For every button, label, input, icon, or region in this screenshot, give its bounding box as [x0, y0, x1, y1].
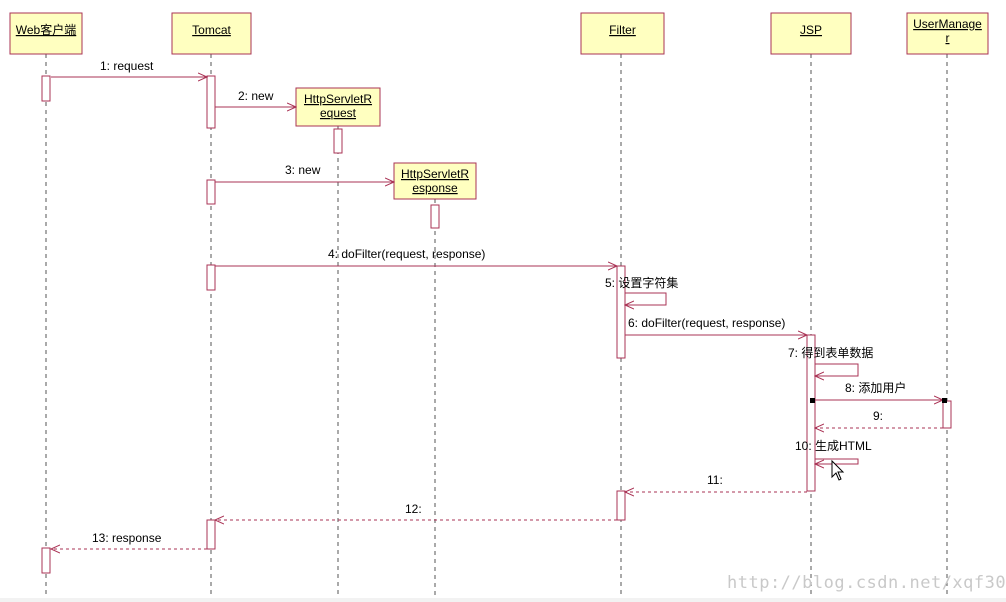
message-10-arrow	[815, 458, 859, 464]
messages-layer: 1: request 2: new 3: new 4: doFilter(reques…	[51, 59, 943, 549]
message-12-label: 12:	[405, 502, 422, 516]
lifelines-layer	[45, 54, 948, 597]
participant-box-client	[9, 12, 83, 55]
activation-filter	[616, 490, 626, 521]
message-3-label: 3: new	[285, 163, 321, 177]
message-11-label: 11:	[707, 473, 723, 487]
activation-tomcat	[206, 75, 216, 129]
activations-layer	[41, 75, 952, 574]
activation-client	[41, 547, 51, 574]
activation-req	[333, 128, 343, 154]
participant-label-resp: esponse	[412, 181, 458, 195]
activation-usermgr	[942, 400, 952, 429]
participant-box-jsp	[770, 12, 852, 55]
message-2-label: 2: new	[238, 89, 274, 103]
message-5-arrow	[625, 292, 667, 305]
participant-box-filter	[580, 12, 665, 55]
endpoint-marker	[810, 398, 815, 403]
participant-label-usermgr: r	[946, 31, 950, 45]
participant-box-tomcat	[171, 12, 252, 55]
message-10-label: 10: 生成HTML	[795, 439, 872, 453]
participant-label-tomcat: Tomcat	[192, 23, 231, 37]
message-5-label: 5: 设置字符集	[605, 275, 678, 290]
participant-label-client: Web客户端	[16, 22, 76, 37]
participant-label-resp: HttpServletR	[401, 167, 469, 181]
activation-tomcat	[206, 519, 216, 550]
activation-client	[41, 75, 51, 102]
message-13-label: 13: response	[92, 531, 162, 545]
activation-tomcat	[206, 179, 216, 205]
extras-layer	[810, 398, 947, 481]
message-4-label: 4: doFilter(request, response)	[328, 247, 485, 261]
participant-box-resp	[393, 162, 477, 200]
participant-label-req: HttpServletR	[304, 92, 372, 106]
participant-label-jsp: JSP	[800, 23, 822, 37]
activation-tomcat	[206, 264, 216, 291]
message-6-label: 6: doFilter(request, response)	[628, 316, 785, 330]
activation-jsp	[806, 334, 816, 492]
participant-label-filter: Filter	[609, 23, 636, 37]
bottom-edge	[0, 598, 1006, 602]
activation-filter	[616, 265, 626, 359]
message-7-arrow	[815, 363, 859, 376]
participant-label-usermgr: UserManage	[913, 17, 982, 31]
message-1-label: 1: request	[100, 59, 154, 73]
message-7-label: 7: 得到表单数据	[788, 345, 873, 360]
message-8-label: 8: 添加用户	[845, 380, 906, 395]
mouse-cursor-icon	[831, 459, 845, 481]
participant-box-usermgr	[906, 12, 989, 55]
message-9-label: 9:	[873, 409, 883, 423]
watermark-text: http://blog.csdn.net/xqf309	[727, 573, 1006, 593]
participant-label-req: equest	[320, 106, 357, 120]
activation-resp	[430, 204, 440, 229]
endpoint-marker	[942, 398, 947, 403]
